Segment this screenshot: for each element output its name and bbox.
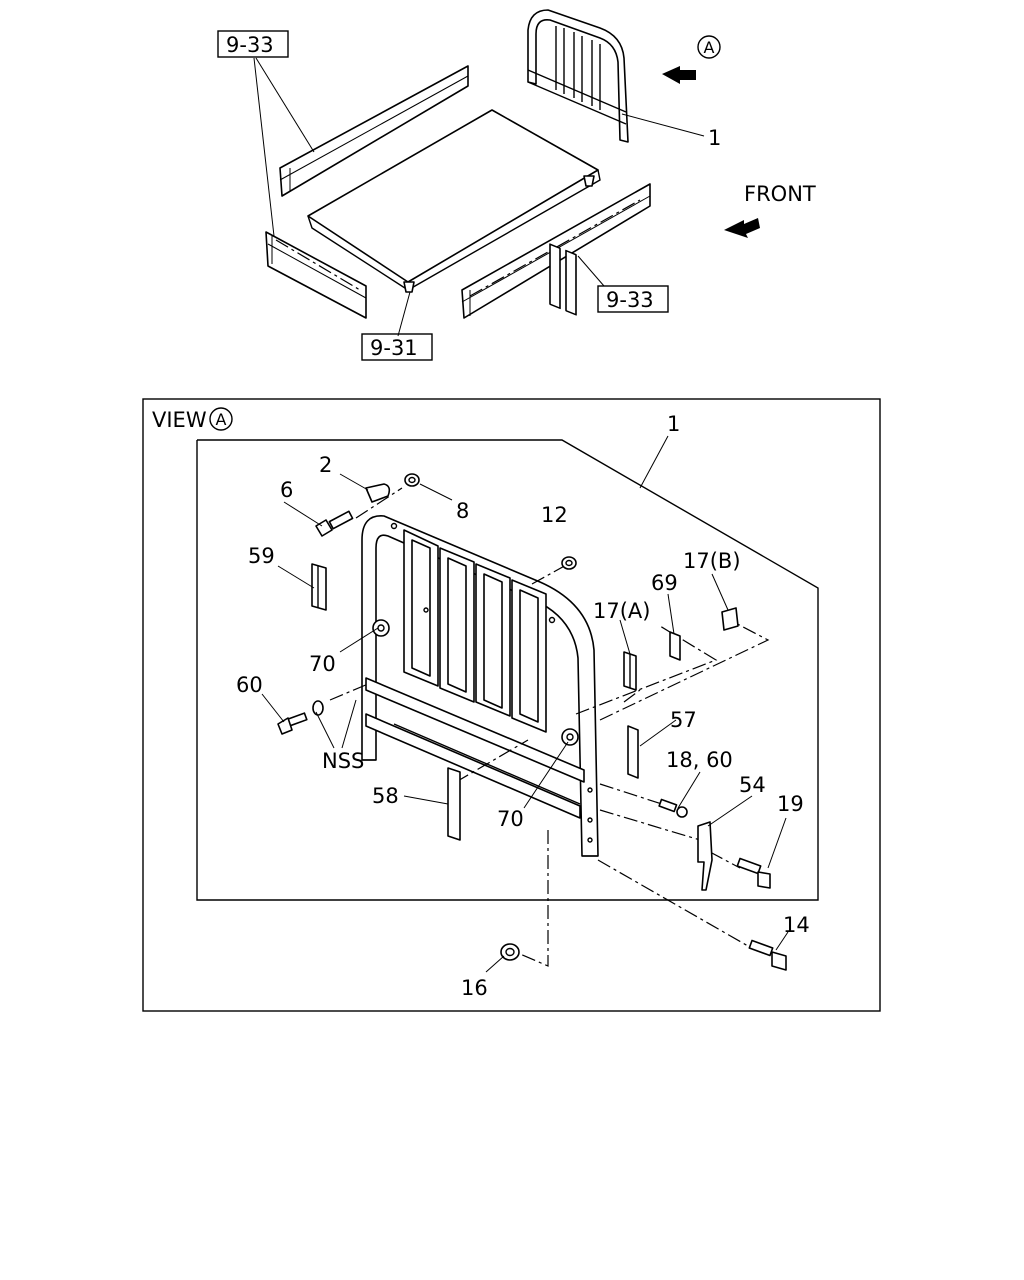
front-arrow-icon [724,218,760,238]
bolt-19-icon [736,857,771,889]
ref-box-9-33-top-left [217,30,289,58]
bed-platform [307,109,601,293]
part-label-1: 1 [667,412,680,436]
bracket-69-icon [669,631,681,661]
part-label-54: 54 [739,773,766,797]
view-a-marker-circle [209,407,233,431]
part-label-2: 2 [319,453,332,477]
headboard-small [527,9,629,316]
ref-box-9-31-label: 9-31 [370,336,418,360]
part-label-59: 59 [248,544,275,568]
bracket-59-icon [311,563,327,611]
plate-17a-icon [623,651,637,691]
view-arrow-icon [662,66,696,84]
part-label-6: 6 [280,478,293,502]
assembly-lines [329,487,770,967]
part-label-14: 14 [783,913,810,937]
leader-9-33-right [577,255,605,287]
leader-9-33-a [255,57,315,153]
view-a-frame [142,398,881,1012]
leader-lines [261,435,789,973]
part-label-nss: NSS [322,749,364,773]
overview-section: 9-33 9-33 9-31 1 A FRONT [217,9,816,361]
nut-8-icon [404,473,420,487]
leader-1-top [621,113,705,137]
part-label-57: 57 [670,708,697,732]
part-label-19: 19 [777,792,804,816]
view-marker-letter: A [704,38,715,57]
view-a-section: VIEW A [142,398,881,1012]
side-rail-lower-left [265,231,367,319]
part-label-8: 8 [456,499,469,523]
part-label-18-60: 18, 60 [666,748,733,772]
part-label-70-right: 70 [497,807,524,831]
side-rail-upper-left [279,65,469,197]
part-label-58: 58 [372,784,399,808]
bolt-14-icon [748,939,787,971]
part-label-12: 12 [541,503,568,527]
clip-17b-icon [721,607,739,631]
part-label-17b: 17(B) [683,549,741,573]
bolt-6-icon [315,510,354,537]
part-label-60: 60 [236,673,263,697]
part-label-69: 69 [651,571,678,595]
leader-9-33-b [253,57,275,237]
part-label-16: 16 [461,976,488,1000]
washer-nss-icon [312,700,324,716]
detail-outline [196,439,819,901]
ref-box-9-33-right [597,285,669,313]
nut-16-icon [500,943,520,961]
nut-12-icon [561,556,577,570]
front-label: FRONT [744,182,816,206]
view-a-title: VIEW [152,408,207,432]
hook-54-icon [697,821,713,891]
plate-57-icon [627,725,639,779]
part-label-70-left: 70 [309,652,336,676]
plate-58-icon [447,767,461,841]
headboard-frame [361,515,599,857]
bolt-18-60-icon [658,798,688,818]
ref-box-9-31 [361,333,433,361]
clip-2-icon [365,483,391,503]
view-marker-circle [697,35,721,59]
callout-headboard: 1 [708,126,721,150]
ref-box-9-33-right-label: 9-33 [606,288,654,312]
ref-box-9-33-top-left-label: 9-33 [226,33,274,57]
bolt-60-icon [277,712,308,735]
part-label-17a: 17(A) [593,599,650,623]
view-a-marker-letter: A [216,410,227,429]
leader-9-31 [397,291,411,337]
